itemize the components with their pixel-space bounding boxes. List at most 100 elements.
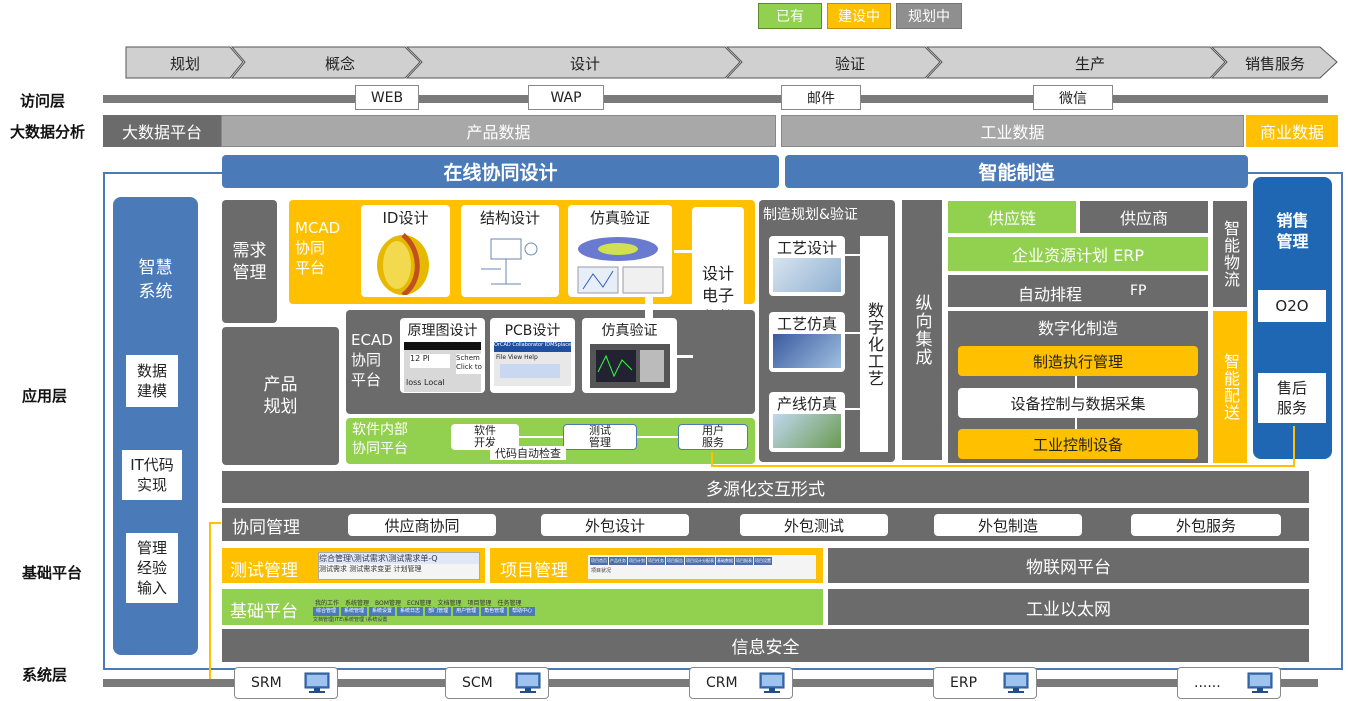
digital-process-label: 数字化工艺 bbox=[865, 301, 884, 387]
it-code: IT代码 实现 bbox=[122, 450, 182, 500]
pcb-thumb-board bbox=[500, 364, 560, 378]
base-icon: BOM管理 bbox=[375, 600, 401, 607]
process-simulation-thumb bbox=[773, 334, 841, 368]
base-icon: 项目管理 bbox=[467, 600, 492, 607]
software-platform-label: 软件内部 协同平台 bbox=[352, 422, 408, 457]
collab-outsource-mfg: 外包制造 bbox=[934, 514, 1082, 536]
supplier: 供应商 bbox=[1080, 201, 1208, 233]
base-icons: 我的工作 系统管理 BOM管理 ECN管理 文档管理 项目管理 任务管理 bbox=[313, 593, 783, 607]
stage-plan: 规划 bbox=[169, 54, 200, 73]
system-srm: SRM bbox=[234, 667, 338, 699]
access-wechat: 微信 bbox=[1033, 85, 1113, 110]
iot-platform: 物联网平台 bbox=[828, 548, 1309, 583]
line-simulation-thumb bbox=[773, 414, 841, 448]
project-tab: 项目首页 bbox=[590, 557, 608, 565]
simulation-image bbox=[577, 237, 664, 294]
layer-app-label: 应用层 bbox=[22, 387, 68, 405]
base-tab: 系统设置 bbox=[369, 607, 396, 616]
o2o: O2O bbox=[1258, 290, 1326, 322]
sales-mgmt-label: 销售 管理 bbox=[1276, 211, 1309, 251]
system-erp-label: ERP bbox=[950, 675, 978, 691]
mcad-simulation: 仿真验证 bbox=[568, 205, 672, 297]
system-erp: ERP bbox=[933, 667, 1037, 699]
collab-outsource-service: 外包服务 bbox=[1131, 514, 1281, 536]
mfg-connector-3 bbox=[845, 408, 860, 410]
project-mgmt-screenshot: 项目首页 产品任务 项目计划 项目任务 项目报告 项目设计分配表 基础数据 项目… bbox=[588, 555, 816, 579]
mfg-connector-1 bbox=[845, 254, 860, 256]
fp-label: FP bbox=[1130, 283, 1147, 299]
line-simulation: 产线仿真 bbox=[769, 392, 845, 452]
smart-system-label: 智慧 系统 bbox=[138, 258, 173, 302]
base-icon: 我的工作 bbox=[315, 600, 340, 607]
schematic-thumb-status: loss Local bbox=[406, 378, 445, 387]
smart-logistics-label: 智能物流 bbox=[1221, 220, 1240, 288]
dm-connector-2 bbox=[1075, 418, 1077, 429]
system-crm: CRM bbox=[689, 667, 793, 699]
pcb-thumb-titlebar: OrCAD Collaborator IDMSplaced bbox=[494, 342, 571, 352]
project-sub: 项目状况 bbox=[591, 568, 612, 574]
project-tab: 基础数据 bbox=[716, 557, 734, 565]
ecad-label: ECAD 协同 平台 bbox=[351, 331, 393, 389]
digital-mfg-label: 数字化制造 bbox=[1037, 319, 1118, 338]
project-tab: 产品任务 bbox=[609, 557, 627, 565]
process-design: 工艺设计 bbox=[769, 236, 845, 296]
collab-supplier: 供应商协同 bbox=[348, 514, 496, 536]
base-platform-label: 基础平台 bbox=[230, 602, 298, 622]
schematic-thumb: 12 Pl Schem Click to loss Local bbox=[404, 342, 482, 392]
test-tab-2: 测试需求 测试需求变更 计划管理 bbox=[319, 565, 422, 573]
base-tab: 角色管理 bbox=[481, 607, 508, 616]
base-tab: 系统管理 bbox=[341, 607, 368, 616]
after-sales: 售后 服务 bbox=[1258, 373, 1326, 423]
requirement-mgmt: 需求 管理 bbox=[222, 200, 277, 323]
stage-production: 生产 bbox=[1074, 54, 1105, 73]
ecad-simulation-label: 仿真验证 bbox=[601, 323, 658, 339]
system-srm-label: SRM bbox=[251, 675, 282, 691]
project-tab: 项目报表 bbox=[735, 557, 753, 565]
process-simulation-label: 工艺仿真 bbox=[776, 314, 837, 333]
layer-system-label: 系统层 bbox=[22, 666, 68, 684]
dm-connector-1 bbox=[1075, 376, 1077, 388]
header-online-design: 在线协同设计 bbox=[222, 155, 779, 188]
structure-sketch-image bbox=[481, 238, 538, 285]
monitor-icon bbox=[759, 672, 785, 693]
project-tab: 项目设置 bbox=[754, 557, 772, 565]
sw-arrow-1 bbox=[519, 436, 563, 438]
srm-link-v bbox=[209, 522, 211, 685]
process-design-label: 工艺设计 bbox=[776, 238, 837, 257]
link-line-h bbox=[711, 465, 1295, 467]
stage-concept: 概念 bbox=[324, 54, 355, 73]
collab-mgmt-label: 协同管理 bbox=[232, 518, 300, 538]
layer-access-label: 访问层 bbox=[20, 92, 66, 110]
device-control: 设备控制与数据采集 bbox=[958, 388, 1198, 418]
data-modeling: 数据 建模 bbox=[126, 355, 178, 407]
sw-develop: 软件 开发 bbox=[451, 424, 519, 450]
smart-distribution: 智能配送 bbox=[1213, 311, 1247, 463]
process-simulation: 工艺仿真 bbox=[769, 312, 845, 372]
access-email: 邮件 bbox=[781, 85, 861, 110]
mcad-structure-design: 结构设计 bbox=[461, 205, 559, 297]
system-more: ...... bbox=[1177, 667, 1281, 699]
project-mgmt-label: 项目管理 bbox=[500, 561, 568, 581]
system-scm-label: SCM bbox=[462, 675, 493, 691]
mfg-planning-title: 制造规划&验证 bbox=[763, 207, 858, 223]
mcad-id-design-label: ID设计 bbox=[382, 208, 429, 227]
base-tab: 帮助中心 bbox=[509, 607, 536, 616]
egg-model-image bbox=[377, 233, 429, 298]
bigdata-industrial: 工业数据 bbox=[781, 115, 1244, 147]
base-tabs: 综合管理 系统管理 系统设置 系统日志 部门管理 用户管理 角色管理 帮助中心 bbox=[313, 607, 783, 616]
line-simulation-label: 产线仿真 bbox=[776, 394, 837, 413]
frame-top-left bbox=[103, 172, 222, 174]
supply-chain: 供应链 bbox=[948, 201, 1076, 233]
base-tab: 部门管理 bbox=[425, 607, 452, 616]
base-icon: 任务管理 bbox=[497, 600, 522, 607]
ecad-pcb-label: PCB设计 bbox=[504, 323, 561, 339]
pcb-thumb-menu: File View Help bbox=[496, 354, 538, 361]
schematic-thumb-titlebar bbox=[404, 342, 481, 350]
sw-user-service: 用户 服务 bbox=[678, 424, 748, 450]
link-line-v2 bbox=[1293, 426, 1295, 467]
pcb-thumb: OrCAD Collaborator IDMSplaced File View … bbox=[494, 342, 571, 386]
mcad-ecad-connector bbox=[645, 297, 653, 319]
project-tabs: 项目首页 产品任务 项目计划 项目任务 项目报告 项目设计分配表 基础数据 项目… bbox=[588, 555, 816, 567]
ecad-pcb: PCB设计 OrCAD Collaborator IDMSplaced File… bbox=[490, 318, 575, 393]
multi-source-interaction: 多源化交互形式 bbox=[222, 471, 1309, 503]
